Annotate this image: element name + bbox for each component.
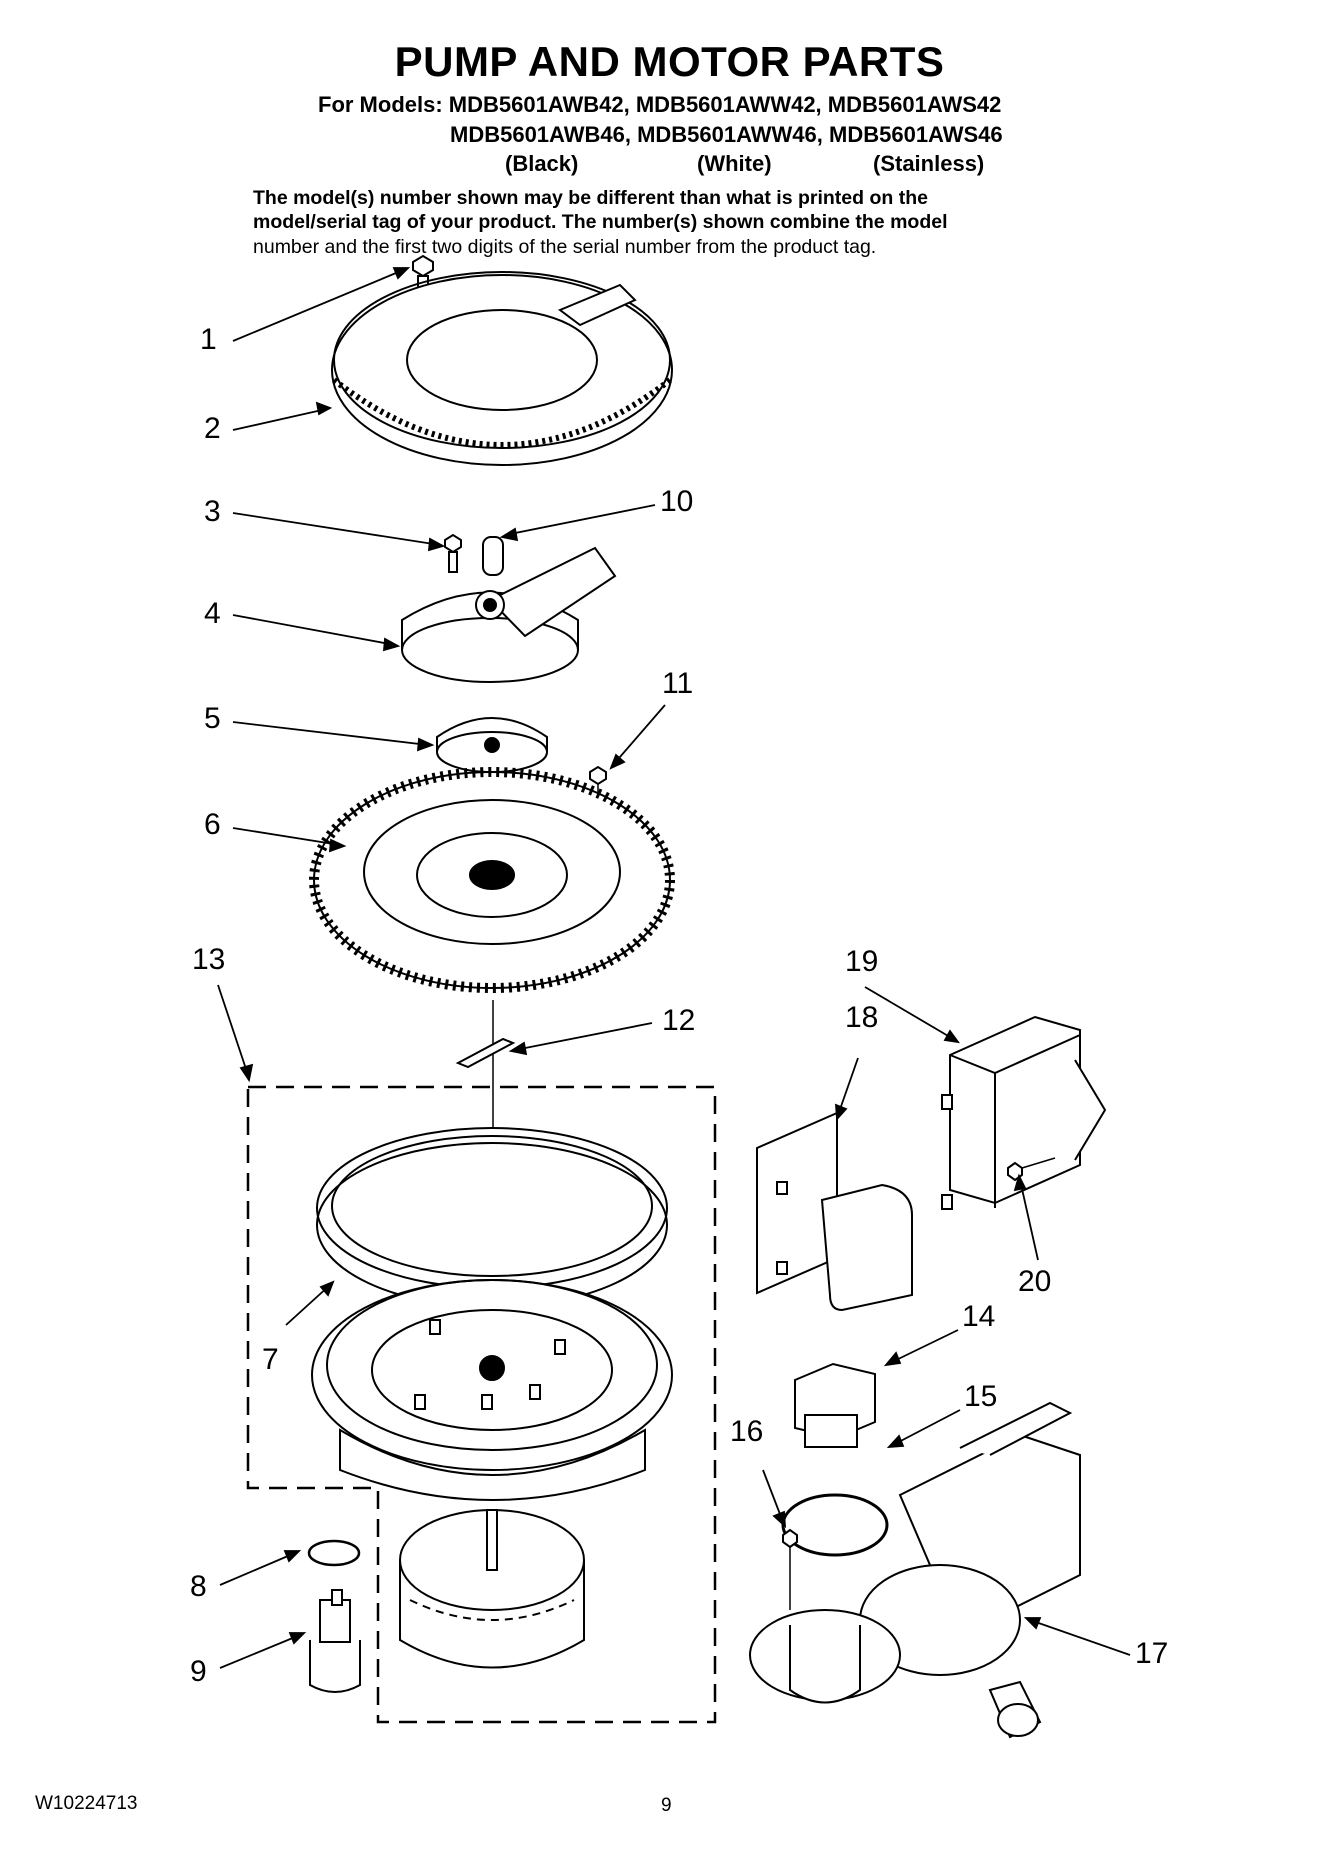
part-16-screw xyxy=(782,1528,798,1610)
callout-9: 9 xyxy=(190,1655,207,1688)
color-stainless-label: (Stainless) xyxy=(873,151,985,176)
leader-17 xyxy=(1029,1619,1131,1656)
color-white-label: (White) xyxy=(697,151,772,176)
callout-20: 20 xyxy=(1018,1265,1052,1298)
leader-9 xyxy=(219,1634,301,1669)
callout-5: 5 xyxy=(204,702,221,735)
callout-8: 8 xyxy=(190,1570,207,1603)
sump-assembly xyxy=(311,1279,673,1501)
leader-14 xyxy=(889,1329,959,1364)
leader-15 xyxy=(892,1409,961,1446)
callout-4: 4 xyxy=(204,597,221,630)
note-line-2: model/serial tag of your product. The nu… xyxy=(253,211,948,233)
part-18-bracket xyxy=(756,1111,913,1312)
callout-2: 2 xyxy=(204,412,221,445)
callout-18: 18 xyxy=(845,1001,879,1034)
leader-1 xyxy=(232,267,409,342)
document-number: W10224713 xyxy=(35,1793,138,1814)
note-line-3: number and the first two digits of the s… xyxy=(253,236,877,258)
part-4-pump-housing xyxy=(401,546,617,683)
part-7-gasket-ring xyxy=(316,1127,668,1308)
motor xyxy=(399,1509,585,1669)
part-8-o-ring xyxy=(307,1539,361,1567)
leader-5 xyxy=(232,721,429,746)
leader-13 xyxy=(217,984,249,1076)
note-line-1: The model(s) number shown may be differe… xyxy=(253,187,928,209)
leader-8 xyxy=(219,1552,296,1586)
page-title: PUMP AND MOTOR PARTS xyxy=(394,38,945,85)
callout-10: 10 xyxy=(660,485,694,518)
leader-arrows xyxy=(217,267,1131,1669)
callout-16: 16 xyxy=(730,1415,764,1448)
callout-13: 13 xyxy=(192,943,226,976)
leader-4 xyxy=(232,614,396,646)
callout-11: 11 xyxy=(662,667,694,700)
part-12-seal xyxy=(455,1037,516,1069)
part-9-fitting xyxy=(309,1589,361,1693)
leader-7 xyxy=(285,1284,331,1326)
leader-6 xyxy=(232,827,341,846)
part-2-spray-ring xyxy=(331,271,673,466)
models-line-2: MDB5601AWB46, MDB5601AWW46, MDB5601AWS46 xyxy=(450,122,1003,147)
callout-17: 17 xyxy=(1135,1637,1169,1670)
part-13-assembly-box xyxy=(246,1085,717,1724)
callout-3: 3 xyxy=(204,495,221,528)
part-5-impeller xyxy=(436,717,548,773)
leader-2 xyxy=(232,409,323,431)
part-17-drain-pump xyxy=(749,1401,1081,1739)
part-6-filter-assembly xyxy=(309,767,675,993)
leader-3 xyxy=(232,512,441,546)
page-number: 9 xyxy=(661,1795,672,1816)
callout-15: 15 xyxy=(964,1380,998,1413)
leader-18 xyxy=(837,1057,859,1116)
leader-20 xyxy=(1019,1179,1039,1261)
color-black-label: (Black) xyxy=(505,151,579,176)
part-3-screw xyxy=(444,533,462,573)
part-19-control-box xyxy=(941,1015,1107,1210)
part-10-pin xyxy=(482,536,504,576)
callout-12: 12 xyxy=(662,1004,696,1037)
callout-19: 19 xyxy=(845,945,879,978)
part-14-heater-cup xyxy=(794,1362,876,1448)
callout-14: 14 xyxy=(962,1300,996,1333)
part-15-o-ring xyxy=(781,1493,889,1557)
callout-1: 1 xyxy=(200,323,217,356)
callout-6: 6 xyxy=(204,808,221,841)
callout-7: 7 xyxy=(262,1343,279,1376)
leader-19 xyxy=(864,986,956,1041)
leader-12 xyxy=(514,1022,653,1051)
models-line-1: For Models: MDB5601AWB42, MDB5601AWW42, … xyxy=(318,92,1002,117)
leader-11 xyxy=(612,704,666,766)
leader-10 xyxy=(504,504,656,536)
